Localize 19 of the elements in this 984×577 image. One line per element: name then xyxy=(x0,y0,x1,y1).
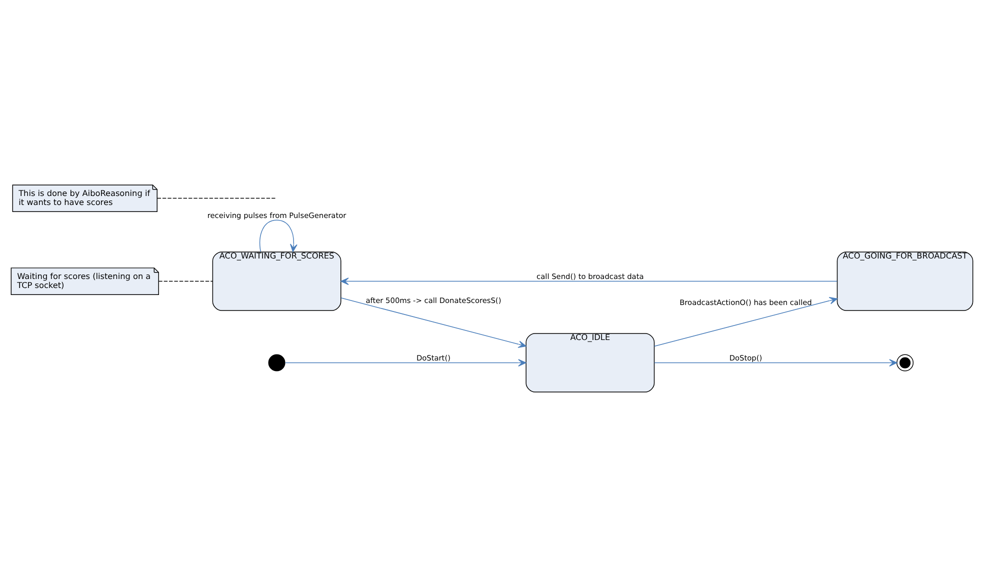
connector xyxy=(158,280,213,282)
node-box: ACO_GOING_FOR_BROADCAST xyxy=(836,252,974,311)
connector xyxy=(156,198,276,199)
arrow xyxy=(654,359,898,366)
arrow xyxy=(284,359,526,366)
arrow xyxy=(654,297,838,347)
edge-label: receiving pulses from PulseGenerator xyxy=(207,210,346,220)
edge-label: DoStart() xyxy=(416,354,450,363)
node-circle xyxy=(268,354,286,372)
edge-label: after 500ms -> call DonateScoresS() xyxy=(366,296,502,305)
edge-label: DoStop() xyxy=(729,354,762,363)
arrow xyxy=(340,278,838,285)
arrow xyxy=(340,298,526,348)
node-box: ACO_WAITING_FOR_SCORES xyxy=(212,252,342,311)
arrow xyxy=(259,220,298,252)
node-box: ACO_IDLE xyxy=(526,333,655,392)
edge-label: call Send() to broadcast data xyxy=(536,272,644,282)
edge-label: BroadcastActionO() has been called xyxy=(680,298,812,307)
node-circle xyxy=(896,354,914,372)
